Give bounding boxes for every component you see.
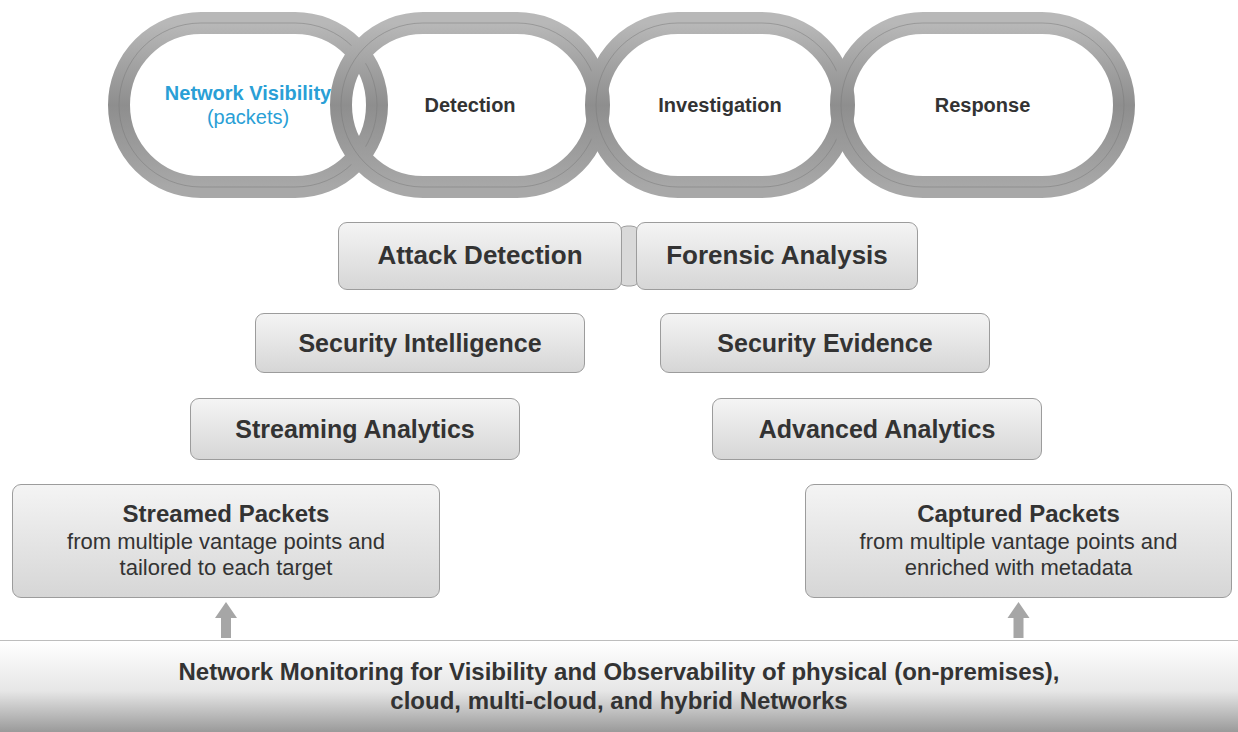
process-box: Advanced Analytics: [712, 398, 1042, 460]
process-box: Streaming Analytics: [190, 398, 520, 460]
chain-link: Detection: [330, 12, 610, 198]
chain-link: Response: [830, 12, 1135, 198]
node-title: Advanced Analytics: [759, 414, 996, 444]
node-title: Forensic Analysis: [666, 240, 888, 271]
process-box: Forensic Analysis: [636, 222, 918, 290]
node-title: Security Evidence: [717, 328, 932, 358]
node-body: (packets): [207, 105, 289, 129]
process-box: Security Evidence: [660, 313, 990, 373]
process-box: Attack Detection: [338, 222, 622, 290]
node-title: Investigation: [658, 93, 781, 117]
node-body: from multiple vantage points and tailore…: [46, 529, 406, 582]
node-title: Network Visibility: [165, 81, 331, 105]
process-box: Security Intelligence: [255, 313, 585, 373]
base-band: Network Monitoring for Visibility and Ob…: [0, 640, 1238, 732]
node-title: Streaming Analytics: [235, 414, 474, 444]
source-box: Streamed Packetsfrom multiple vantage po…: [12, 484, 440, 598]
node-title: Security Intelligence: [298, 328, 541, 358]
node-title: Network Monitoring for Visibility and Ob…: [159, 658, 1079, 716]
node-title: Captured Packets: [917, 500, 1120, 529]
node-title: Streamed Packets: [123, 500, 330, 529]
node-title: Response: [935, 93, 1031, 117]
node-title: Attack Detection: [377, 240, 582, 271]
node-body: from multiple vantage points and enriche…: [839, 529, 1199, 582]
up-arrow: [1008, 602, 1030, 638]
chain-link: Investigation: [585, 12, 855, 198]
node-title: Detection: [424, 93, 515, 117]
up-arrow: [215, 602, 237, 638]
source-box: Captured Packetsfrom multiple vantage po…: [805, 484, 1232, 598]
